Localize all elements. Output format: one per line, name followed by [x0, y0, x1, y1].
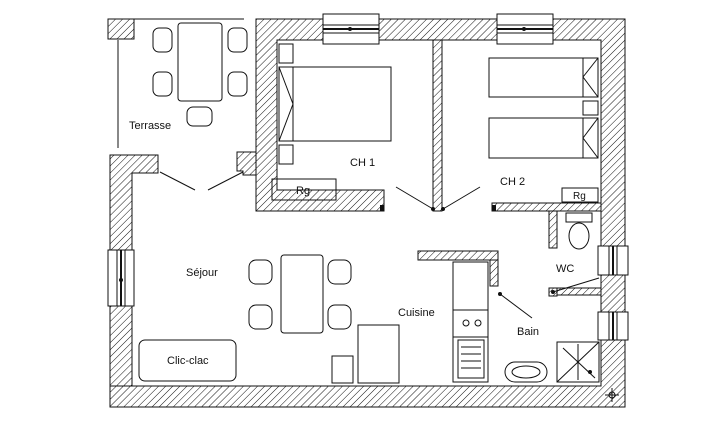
wall-ch1-ch2: [432, 39, 443, 212]
room-ch1: Rg CH 1: [271, 43, 392, 201]
windows: [107, 13, 629, 341]
terrace-dining-set: [152, 22, 248, 127]
doors: [159, 171, 600, 319]
rg-label-ch2: Rg: [573, 191, 586, 202]
window-ch1: [322, 13, 380, 45]
rg-cabinet-ch1: [271, 178, 337, 201]
terrace-area: Terrasse: [107, 18, 248, 148]
single-bed-ch2-top: [488, 57, 599, 98]
bath-sink: [504, 361, 548, 383]
door-bath: [498, 292, 533, 319]
room-label-bain: Bain: [517, 326, 539, 338]
room-label-sejour: Séjour: [186, 267, 218, 279]
wall-ch2-bottom: [491, 202, 602, 212]
wall-wc-bottom: [552, 287, 602, 296]
room-bain: Bain: [504, 326, 600, 383]
nightstand-ch1-bottom: [278, 144, 294, 165]
window-bath: [597, 311, 629, 341]
door-jamb-ch1: [380, 205, 384, 211]
wall-wc-left: [548, 210, 558, 249]
wall-bedroom-wing: [255, 18, 626, 247]
dining-set-sejour: [248, 254, 352, 334]
room-ch2: Rg CH 2: [488, 57, 599, 203]
window-wc: [597, 245, 629, 276]
room-label-terrasse: Terrasse: [129, 120, 171, 132]
terrace-corner-post: [107, 18, 135, 40]
compass-marker-icon: [605, 388, 619, 402]
kitchen-bin: [331, 355, 354, 384]
nightstand-ch1-top: [278, 43, 294, 64]
window-sejour: [107, 249, 135, 307]
door-jamb-ch2: [492, 205, 496, 211]
door-terrace: [159, 171, 244, 191]
nightstand-ch2: [582, 100, 599, 116]
shower-tray: [556, 341, 600, 383]
window-ch2: [496, 13, 554, 45]
exterior-walls: [109, 18, 626, 408]
door-wc: [551, 277, 600, 294]
wall-bottom: [109, 339, 626, 408]
room-label-ch2: CH 2: [500, 176, 525, 188]
rg-cabinet-ch2: [561, 187, 599, 203]
double-bed-ch1: [278, 66, 392, 142]
wall-kitchen-bath: [489, 259, 499, 287]
room-label-wc: WC: [556, 263, 574, 275]
kitchen-appliance: [357, 324, 400, 384]
wall-kitchen-top: [417, 250, 499, 261]
room-label-cuisine: Cuisine: [398, 307, 435, 319]
room-cuisine: Cuisine: [331, 261, 489, 384]
rg-label-ch1: Rg: [296, 185, 310, 197]
wall-connector: [236, 151, 257, 176]
room-sejour: Clic-clac Séjour: [138, 254, 352, 382]
wall-right-middle: [600, 274, 626, 313]
clic-clac-sofa: [138, 339, 237, 382]
room-wc: WC: [556, 212, 593, 275]
kitchen-counter: [452, 261, 489, 383]
clic-clac-label: Clic-clac: [167, 355, 209, 367]
room-label-ch1: CH 1: [350, 157, 375, 169]
interior-walls: [417, 39, 602, 297]
toilet: [565, 212, 593, 250]
door-ch1: [395, 186, 435, 211]
door-ch2: [441, 186, 481, 211]
single-bed-ch2-bottom: [488, 117, 599, 159]
